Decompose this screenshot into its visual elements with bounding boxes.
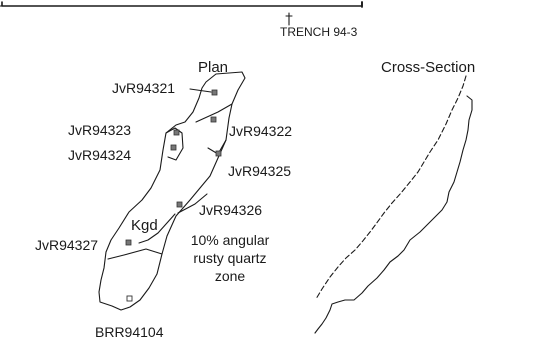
- plan-title: Plan: [198, 59, 228, 76]
- trench-marker: [285, 12, 293, 26]
- sample-marker-jvr94323: [173, 129, 180, 136]
- zone-note-line-1: 10% angular: [191, 232, 270, 248]
- unit-label-kgd: Kgd: [131, 217, 158, 234]
- sample-marker-brr94104: [126, 295, 133, 302]
- zone-note-line-2: rusty quartz: [193, 250, 266, 266]
- cross-section-title: Cross-Section: [381, 59, 475, 76]
- sample-label-jvr94322: JvR94322: [229, 123, 292, 139]
- sample-marker-jvr94322: [210, 116, 217, 123]
- sample-label-jvr94326: JvR94326: [199, 202, 262, 218]
- sample-marker-jvr94325: [215, 150, 222, 157]
- sample-marker-jvr94321: [211, 89, 218, 96]
- sample-label-jvr94327: JvR94327: [35, 237, 98, 253]
- sample-markers: [125, 89, 222, 302]
- sample-marker-jvr94326: [176, 201, 183, 208]
- map-frame-corner: [0, 1, 363, 8]
- sample-label-jvr94324: JvR94324: [68, 147, 131, 163]
- sample-label-jvr94323: JvR94323: [68, 122, 131, 138]
- sample-label-jvr94321: JvR94321: [112, 80, 175, 96]
- trench-label: TRENCH 94-3: [280, 25, 358, 39]
- leader-jvr94321: [189, 88, 212, 93]
- cross-section-profile: [314, 75, 473, 334]
- sample-marker-jvr94327: [125, 239, 132, 246]
- sample-label-jvr94325: JvR94325: [228, 163, 291, 179]
- sample-marker-jvr94324: [170, 144, 177, 151]
- sample-label-brr94104: BRR94104: [95, 324, 164, 340]
- zone-note-line-3: zone: [215, 268, 246, 284]
